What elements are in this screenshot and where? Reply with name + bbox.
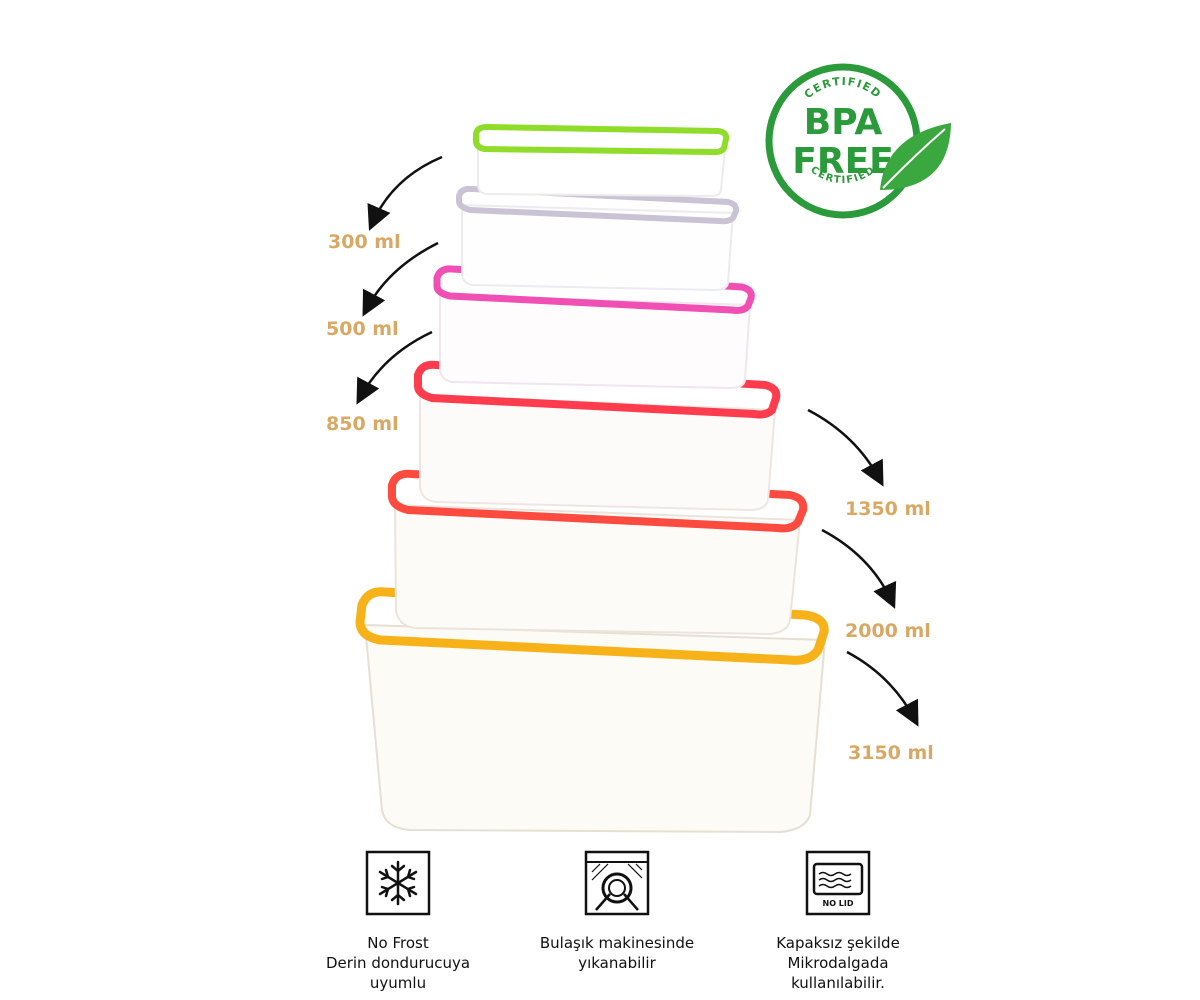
bpa-free-badge: CERTIFIED BPA FREE CERTIFIED xyxy=(765,63,951,219)
capacity-label-3150: 3150 ml xyxy=(848,742,934,764)
capacity-label-850: 850 ml xyxy=(326,413,399,435)
capacity-label-1350: 1350 ml xyxy=(845,498,931,520)
caption-line: yıkanabilir xyxy=(578,954,656,972)
svg-text:CERTIFIED: CERTIFIED xyxy=(802,75,884,101)
arrow-icon xyxy=(821,528,897,609)
caption-line: Bulaşık makinesinde xyxy=(539,934,695,952)
badge-top-text: CERTIFIED xyxy=(802,75,883,101)
capacity-label-2000: 2000 ml xyxy=(845,620,931,642)
lid-green xyxy=(473,123,730,156)
lid-lilac xyxy=(456,185,740,225)
arrow-icon xyxy=(367,155,443,231)
badge-line1: BPA xyxy=(804,102,883,143)
feature-dishwasher: Bulaşık makinesinde yıkanabilir xyxy=(502,850,732,973)
container-1350 xyxy=(414,360,781,512)
no-lid-text: NO LID xyxy=(823,899,854,908)
caption-line: Derin dondurucuya xyxy=(325,954,471,972)
caption-line: No Frost xyxy=(367,934,429,952)
caption-line: Kapaksız şekilde xyxy=(776,934,900,952)
container-850 xyxy=(433,265,755,390)
container-300 xyxy=(473,123,730,198)
arrow-icon xyxy=(362,241,439,317)
container-500 xyxy=(456,185,740,292)
container-2000 xyxy=(388,469,808,636)
lid-coral xyxy=(414,360,781,419)
caption-line: kullanılabilir. xyxy=(791,974,885,992)
container-3150 xyxy=(355,587,829,834)
caption-line: Mikrodalgada xyxy=(787,954,889,972)
arrow-icon xyxy=(846,650,919,727)
capacity-label-500: 500 ml xyxy=(326,318,399,340)
arrow-icon xyxy=(807,408,884,487)
snowflake-icon xyxy=(365,850,431,916)
lid-pink xyxy=(433,265,755,314)
feature-caption: Bulaşık makinesinde yıkanabilir xyxy=(502,933,732,973)
lid-red xyxy=(388,469,808,533)
feature-microwave: NO LID Kapaksız şekilde Mikrodalgada kul… xyxy=(723,850,953,993)
feature-caption: Kapaksız şekilde Mikrodalgada kullanılab… xyxy=(723,933,953,993)
feature-caption: No Frost Derin dondurucuya uyumlu xyxy=(283,933,513,993)
badge-line2: FREE xyxy=(792,141,894,182)
lid-yellow xyxy=(355,587,829,665)
dishwasher-icon xyxy=(584,850,650,916)
microwave-icon: NO LID xyxy=(805,850,871,916)
arrow-icon xyxy=(356,330,433,405)
leaf-icon xyxy=(880,123,951,190)
capacity-label-300: 300 ml xyxy=(328,231,401,253)
caption-line: uyumlu xyxy=(369,974,427,992)
feature-no-frost: No Frost Derin dondurucuya uyumlu xyxy=(283,850,513,993)
